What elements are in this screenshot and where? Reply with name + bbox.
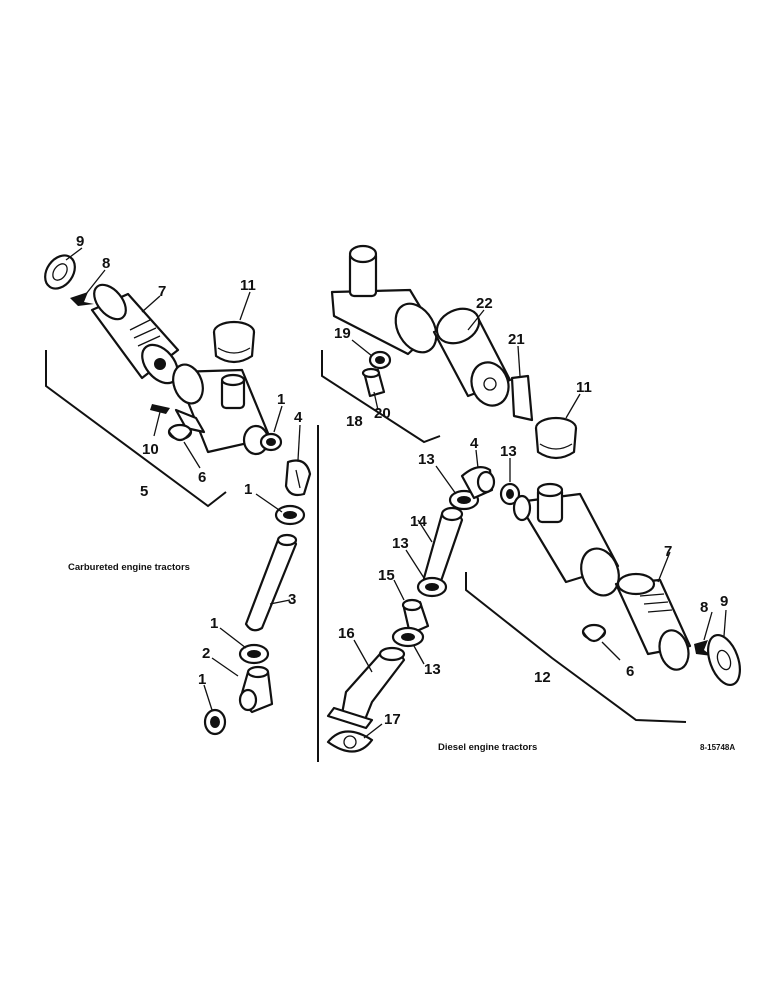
leader-lines-left [65, 247, 301, 711]
figure-number: 8-15748A [700, 743, 735, 752]
callout-7: 7 [664, 543, 672, 560]
air-cleaner-body-left [172, 363, 272, 456]
part-21-bracket [510, 374, 534, 422]
part-13-clamp-c [416, 576, 448, 598]
bracket-5 [45, 350, 227, 508]
air-cleaner-body-right [330, 244, 438, 356]
callout-9: 9 [76, 233, 84, 250]
callout-18: 18 [346, 413, 363, 430]
part-4-elbow-hose-left [284, 459, 312, 497]
caption-carbureted: Carbureted engine tractors [68, 562, 190, 573]
callout-12: 12 [534, 669, 551, 686]
part-19-ring [368, 350, 392, 370]
part-11-precleaner-cap-right [534, 416, 578, 460]
bracket-18 [321, 350, 441, 444]
part-22-filter-element-right [432, 307, 512, 407]
part-11-precleaner-cap-left [212, 320, 256, 364]
part-13-clamp-d [391, 626, 425, 648]
callout-5: 5 [140, 483, 148, 500]
part-9-cover-right [707, 634, 741, 686]
callout-4: 4 [470, 435, 479, 452]
callout-6: 6 [198, 469, 206, 486]
callout-1: 1 [198, 671, 206, 688]
bracket-12 [465, 572, 687, 723]
callout-13: 13 [392, 535, 409, 552]
part-8-wing-nut-left [70, 292, 94, 306]
leader-lines-right [351, 309, 727, 739]
part-9-cover-left [44, 254, 76, 290]
part-15-sleeve [401, 598, 430, 636]
callout-6: 6 [626, 663, 634, 680]
callout-1: 1 [277, 391, 285, 408]
callout-19: 19 [334, 325, 351, 342]
callout-4: 4 [294, 409, 303, 426]
part-16-intake-pipe [326, 646, 406, 730]
callout-7: 7 [158, 283, 166, 300]
part-2-intake-elbow [238, 665, 274, 714]
part-3-intake-tube [244, 533, 298, 632]
callout-1: 1 [210, 615, 218, 632]
callout-2: 2 [202, 645, 210, 662]
callout-15: 15 [378, 567, 395, 584]
callout-13: 13 [418, 451, 435, 468]
callout-21: 21 [508, 331, 525, 348]
callout-22: 22 [476, 295, 493, 312]
callout-9: 9 [720, 593, 728, 610]
part-1-hose-clamp-c [238, 643, 270, 665]
callout-11: 11 [240, 277, 256, 294]
part-7-filter-element-left [90, 283, 180, 385]
part-13-clamp-b [499, 482, 521, 506]
part-6-dust-cup-right [581, 623, 607, 643]
callout-8: 8 [102, 255, 110, 272]
callout-13: 13 [424, 661, 441, 678]
part-14-hose [422, 506, 464, 588]
callout-11: 11 [576, 379, 592, 396]
part-1-hose-clamp-a [259, 432, 283, 452]
caption-diesel: Diesel engine tractors [438, 742, 537, 753]
part-20-valve [361, 367, 386, 398]
part-4-elbow-hose-right [460, 465, 496, 500]
callout-3: 3 [288, 591, 296, 608]
part-8-wing-nut-right [694, 640, 712, 656]
part-7-filter-element-right [614, 572, 692, 671]
part-13-clamp-a [448, 489, 480, 511]
part-1-hose-clamp-b [274, 504, 306, 526]
callout-14: 14 [410, 513, 427, 530]
callout-10: 10 [142, 441, 159, 458]
callout-16: 16 [338, 625, 355, 642]
callout-8: 8 [700, 599, 708, 616]
callout-1: 1 [244, 481, 252, 498]
part-6-dust-cup-left [167, 423, 193, 442]
callout-17: 17 [384, 711, 401, 728]
part-10-clip [150, 404, 170, 414]
callout-20: 20 [374, 405, 391, 422]
callout-13: 13 [500, 443, 517, 460]
part-1-hose-clamp-d [203, 708, 227, 736]
air-cleaner-body-lower-right [512, 482, 620, 597]
part-17-gasket [326, 730, 374, 753]
